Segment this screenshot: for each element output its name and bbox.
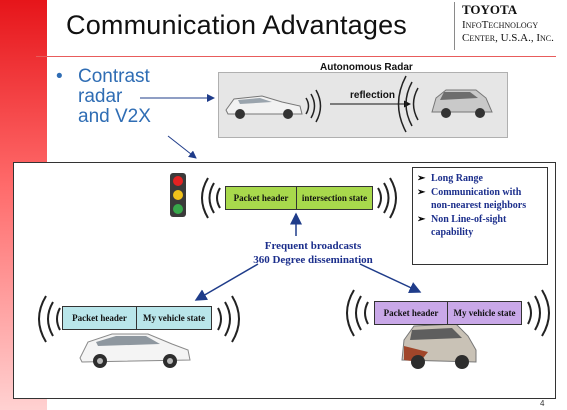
left-vehicle-left-wave-icon <box>38 295 61 343</box>
bullet-line-3: and V2X <box>78 106 151 127</box>
left-car-icon <box>79 333 191 368</box>
packet-body-label: My vehicle state <box>143 313 205 323</box>
bullet-line-2: radar <box>78 86 123 107</box>
radar-panel-title: Autonomous Radar <box>320 62 413 73</box>
packet-header-label: Packet header <box>226 187 297 209</box>
reflection-wave-icon <box>397 75 419 133</box>
intersection-right-wave-icon <box>377 177 397 219</box>
intersection-left-wave-icon <box>201 177 221 219</box>
feature-item: ➢ Long Range <box>417 172 543 185</box>
logo-line-2: InfoTechnology <box>462 19 539 31</box>
bullet-line-1: Contrast <box>78 66 150 87</box>
left-vehicle-right-wave-icon <box>217 295 240 343</box>
radar-car-right-icon <box>431 89 493 118</box>
feature-item: ➢ Non Line-of-sight capability <box>417 213 543 239</box>
left-vehicle-packet: Packet header My vehicle state <box>62 306 212 330</box>
logo-line-1: TOYOTA <box>462 2 518 17</box>
arrowhead-icon: ➢ <box>417 173 426 184</box>
feature-text: Non Line-of-sight capability <box>431 214 507 238</box>
right-arrow-icon <box>359 263 422 293</box>
logo-separator <box>454 2 455 50</box>
right-vehicle-left-wave-icon <box>346 289 369 337</box>
page-number: 4 <box>540 399 545 408</box>
broadcast-caption: Frequent broadcasts 360 Degree dissemina… <box>233 239 393 267</box>
features-box: ➢ Long Range ➢ Communication with non-ne… <box>412 167 548 265</box>
right-vehicle-packet: Packet header My vehicle state <box>374 301 522 325</box>
arrowhead-icon: ➢ <box>417 214 426 225</box>
left-arrow-icon <box>194 263 259 301</box>
reflection-label: reflection <box>350 90 396 101</box>
bullet-point: • Contrast radar and V2X <box>56 67 176 137</box>
broadcast-line-1: Frequent broadcasts <box>264 240 362 252</box>
arrowhead-icon: ➢ <box>417 187 426 198</box>
feature-item: ➢ Communication with non-nearest neighbo… <box>417 186 543 212</box>
right-car-icon <box>401 323 477 369</box>
feature-text: Long Range <box>431 173 483 184</box>
v2x-arrow-icon <box>167 135 197 159</box>
radar-car-left-icon <box>225 95 303 119</box>
feature-text: Communication with non-nearest neighbors <box>431 187 527 211</box>
bullet-symbol: • <box>56 66 63 87</box>
broadcast-line-2: 360 Degree dissemination <box>253 254 373 266</box>
intersection-packet: Packet header intersection state <box>225 186 373 210</box>
packet-body-label: My vehicle state <box>453 308 516 318</box>
packet-body-label: intersection state <box>301 193 368 203</box>
packet-header-label: Packet header <box>63 307 137 329</box>
bullet-text: Contrast radar and V2X <box>78 67 151 127</box>
radar-wave-icon <box>305 89 322 123</box>
logo-line-3: Center, U.S.A., Inc. <box>462 32 554 44</box>
slide-title: Communication Advantages <box>66 10 407 40</box>
title-divider <box>36 56 556 57</box>
packet-header-label: Packet header <box>375 302 448 324</box>
right-vehicle-right-wave-icon <box>527 289 550 337</box>
traffic-light-icon <box>170 173 186 217</box>
